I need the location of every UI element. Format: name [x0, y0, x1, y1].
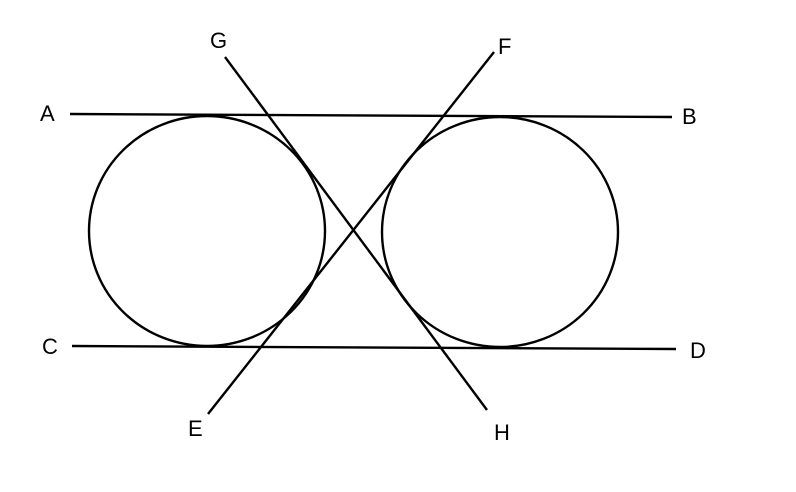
label-F: F — [498, 34, 511, 59]
label-D: D — [690, 338, 706, 363]
line-GH — [224, 56, 488, 411]
label-H: H — [494, 420, 510, 445]
line-AB — [69, 112, 673, 119]
label-G: G — [210, 28, 227, 53]
label-E: E — [188, 416, 203, 441]
line-CD — [71, 344, 677, 351]
label-A: A — [40, 101, 55, 126]
line-EF — [207, 51, 495, 415]
label-C: C — [42, 334, 58, 359]
label-B: B — [682, 104, 697, 129]
